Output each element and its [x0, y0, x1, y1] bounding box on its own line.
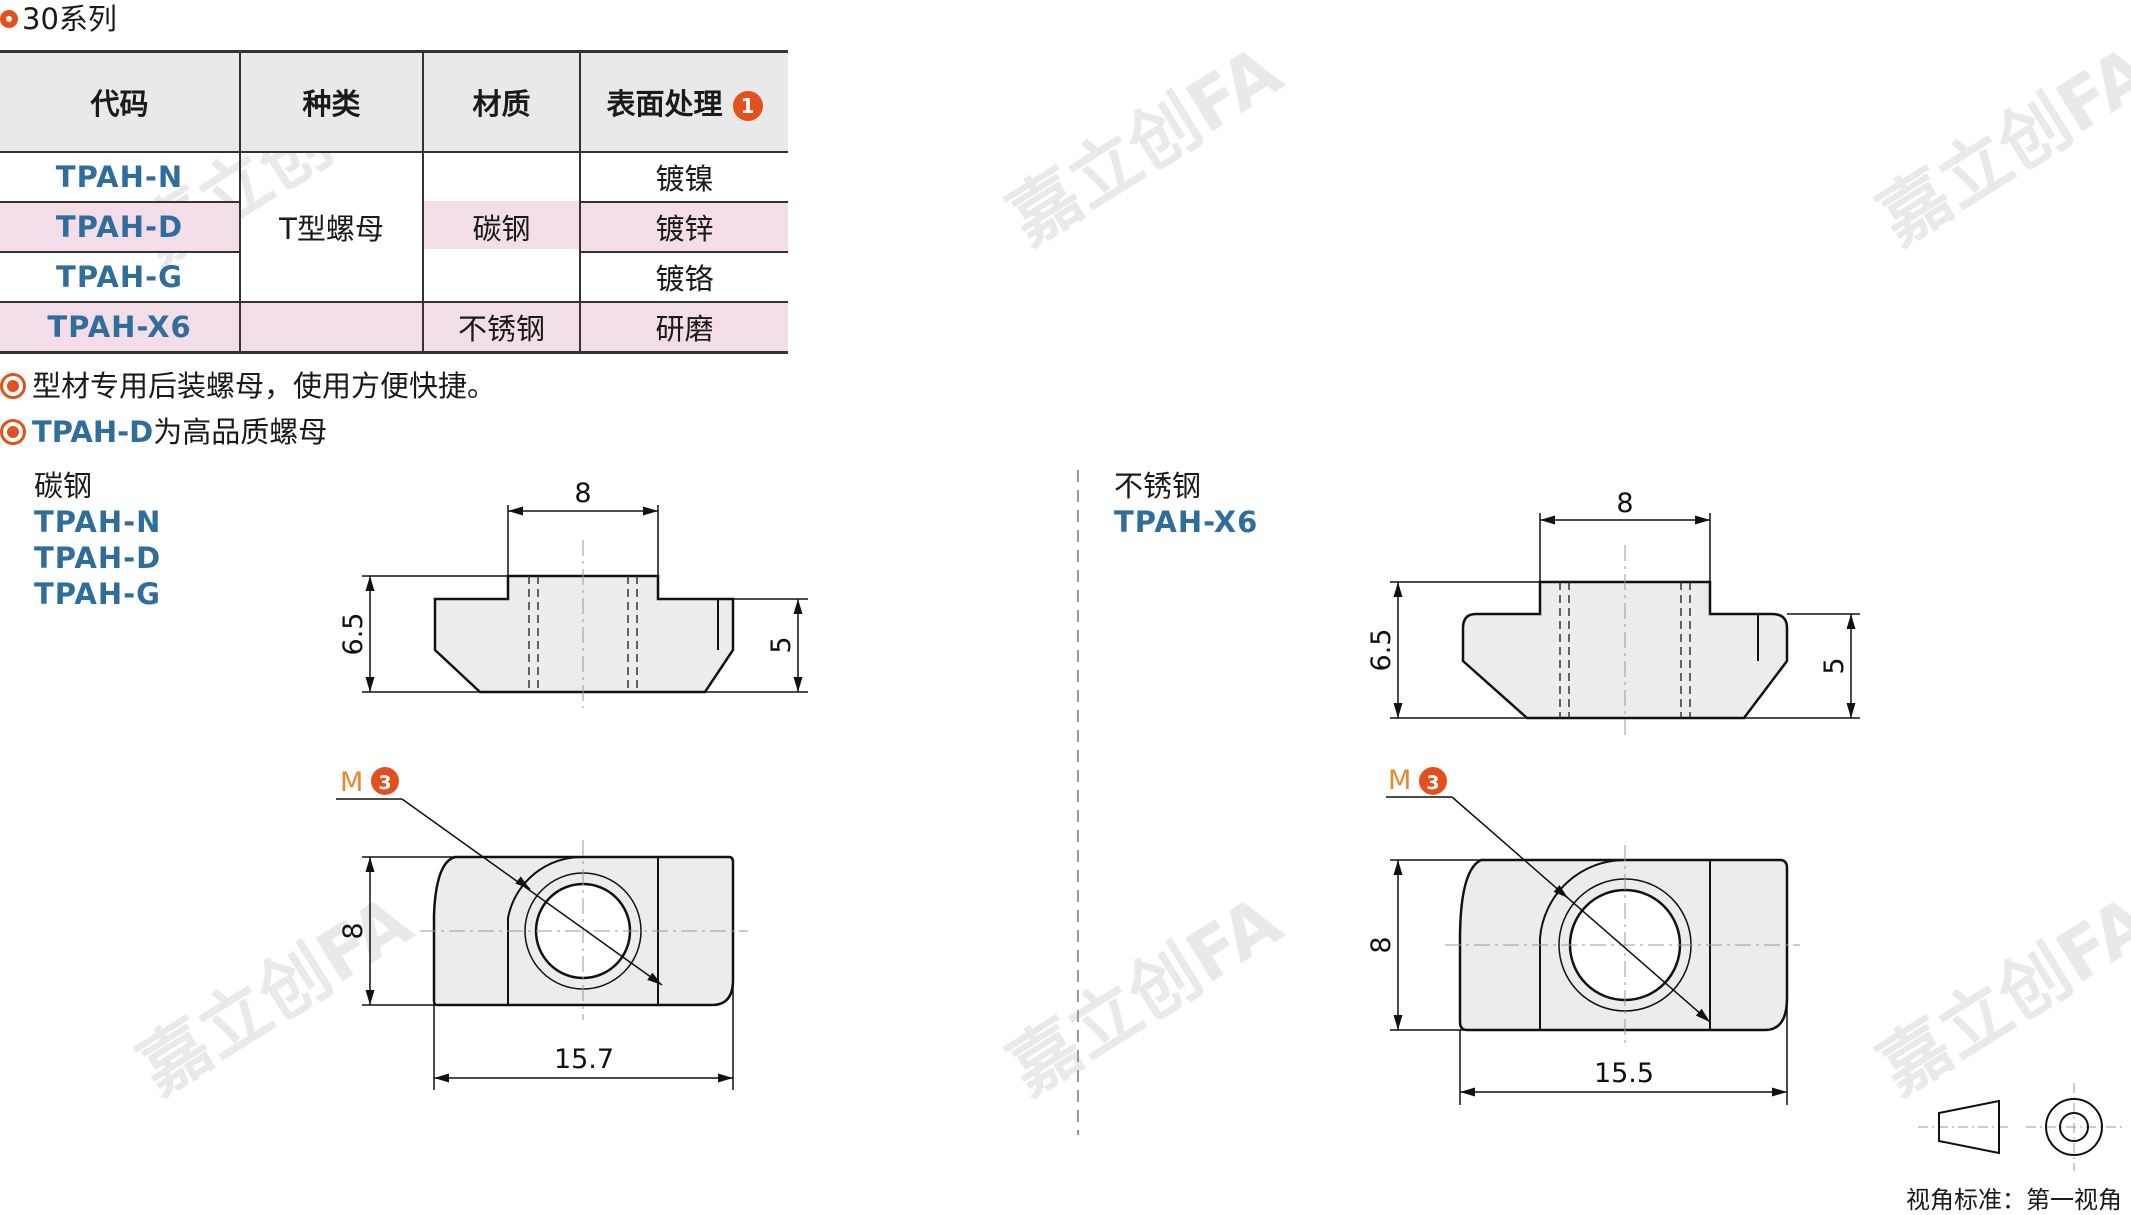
svg-text:3: 3 — [378, 772, 391, 794]
svg-text:3: 3 — [1426, 772, 1439, 794]
dim-width: 8 — [338, 922, 369, 939]
left-material-group: 碳钢 TPAH-N TPAH-D TPAH-G — [34, 469, 162, 611]
dim-top-width: 8 — [1616, 488, 1633, 519]
code-cell: TPAH-N — [0, 152, 241, 203]
dim-width: 8 — [1366, 936, 1397, 953]
material-cell: 不锈钢 — [423, 302, 581, 354]
header-type: 种类 — [240, 50, 424, 153]
note-1: 型材专用后装螺母，使用方便快捷。 — [0, 366, 496, 404]
thread-label: M — [340, 767, 363, 798]
header-material: 材质 — [423, 50, 581, 153]
thread-label: M — [1388, 765, 1411, 796]
thread-badge-icon — [371, 767, 399, 795]
type-cell: T型螺母 — [240, 152, 424, 303]
finish-cell: 镀锌 — [580, 202, 788, 253]
table-row: TPAH-X6 不锈钢 研磨 — [0, 302, 788, 354]
note-2: TPAH-D为高品质螺母 — [0, 412, 327, 450]
first-angle-projection-icon — [1918, 1083, 2122, 1171]
type-cell-empty — [240, 302, 424, 354]
left-top-view: M 3 8 15.7 — [336, 767, 748, 1090]
note-badge: 1 — [732, 91, 763, 121]
header-finish: 表面处理 1 — [580, 50, 788, 153]
dim-side-height: 5 — [766, 636, 797, 653]
right-top-view: M 3 8 15.5 — [1366, 765, 1800, 1105]
finish-cell: 镀铬 — [580, 252, 788, 303]
dim-side-height: 5 — [1819, 657, 1850, 674]
dim-length: 15.7 — [554, 1044, 614, 1075]
table-row: TPAH-N T型螺母 碳钢 镀镍 — [0, 152, 788, 303]
dot-bullet-icon — [0, 373, 26, 399]
ring-bullet-icon — [0, 10, 18, 28]
dim-total-height: 6.5 — [338, 613, 369, 656]
code-cell: TPAH-X6 — [0, 302, 241, 354]
table-header-row: 代码 种类 材质 表面处理 1 — [0, 50, 788, 153]
dim-total-height: 6.5 — [1366, 629, 1397, 672]
thread-badge-icon — [1419, 767, 1447, 795]
finish-cell: 镀镍 — [580, 152, 788, 203]
table-row: TPAH-D 镀锌 — [0, 202, 788, 253]
right-material-group: 不锈钢 TPAH-X6 — [1114, 469, 1259, 539]
finish-cell: 研磨 — [580, 302, 788, 354]
dim-length: 15.5 — [1594, 1058, 1654, 1089]
material-cell: 碳钢 — [423, 152, 581, 303]
dim-top-width: 8 — [574, 478, 591, 509]
code-cell: TPAH-G — [0, 252, 241, 303]
header-code: 代码 — [0, 50, 241, 153]
left-side-view: 8 6.5 5 — [338, 478, 808, 708]
table-row: TPAH-G 镀铬 — [0, 252, 788, 303]
view-standard-label: 视角标准：第一视角 — [1906, 1186, 2122, 1214]
spec-table: 代码 种类 材质 表面处理 1 TPAH-N T型螺母 碳钢 镀镍 TPAH-D… — [0, 50, 788, 354]
series-title: 30系列 — [0, 0, 117, 36]
dot-bullet-icon — [0, 419, 26, 445]
right-side-view: 8 6.5 5 — [1366, 488, 1860, 735]
code-cell: TPAH-D — [0, 202, 241, 253]
